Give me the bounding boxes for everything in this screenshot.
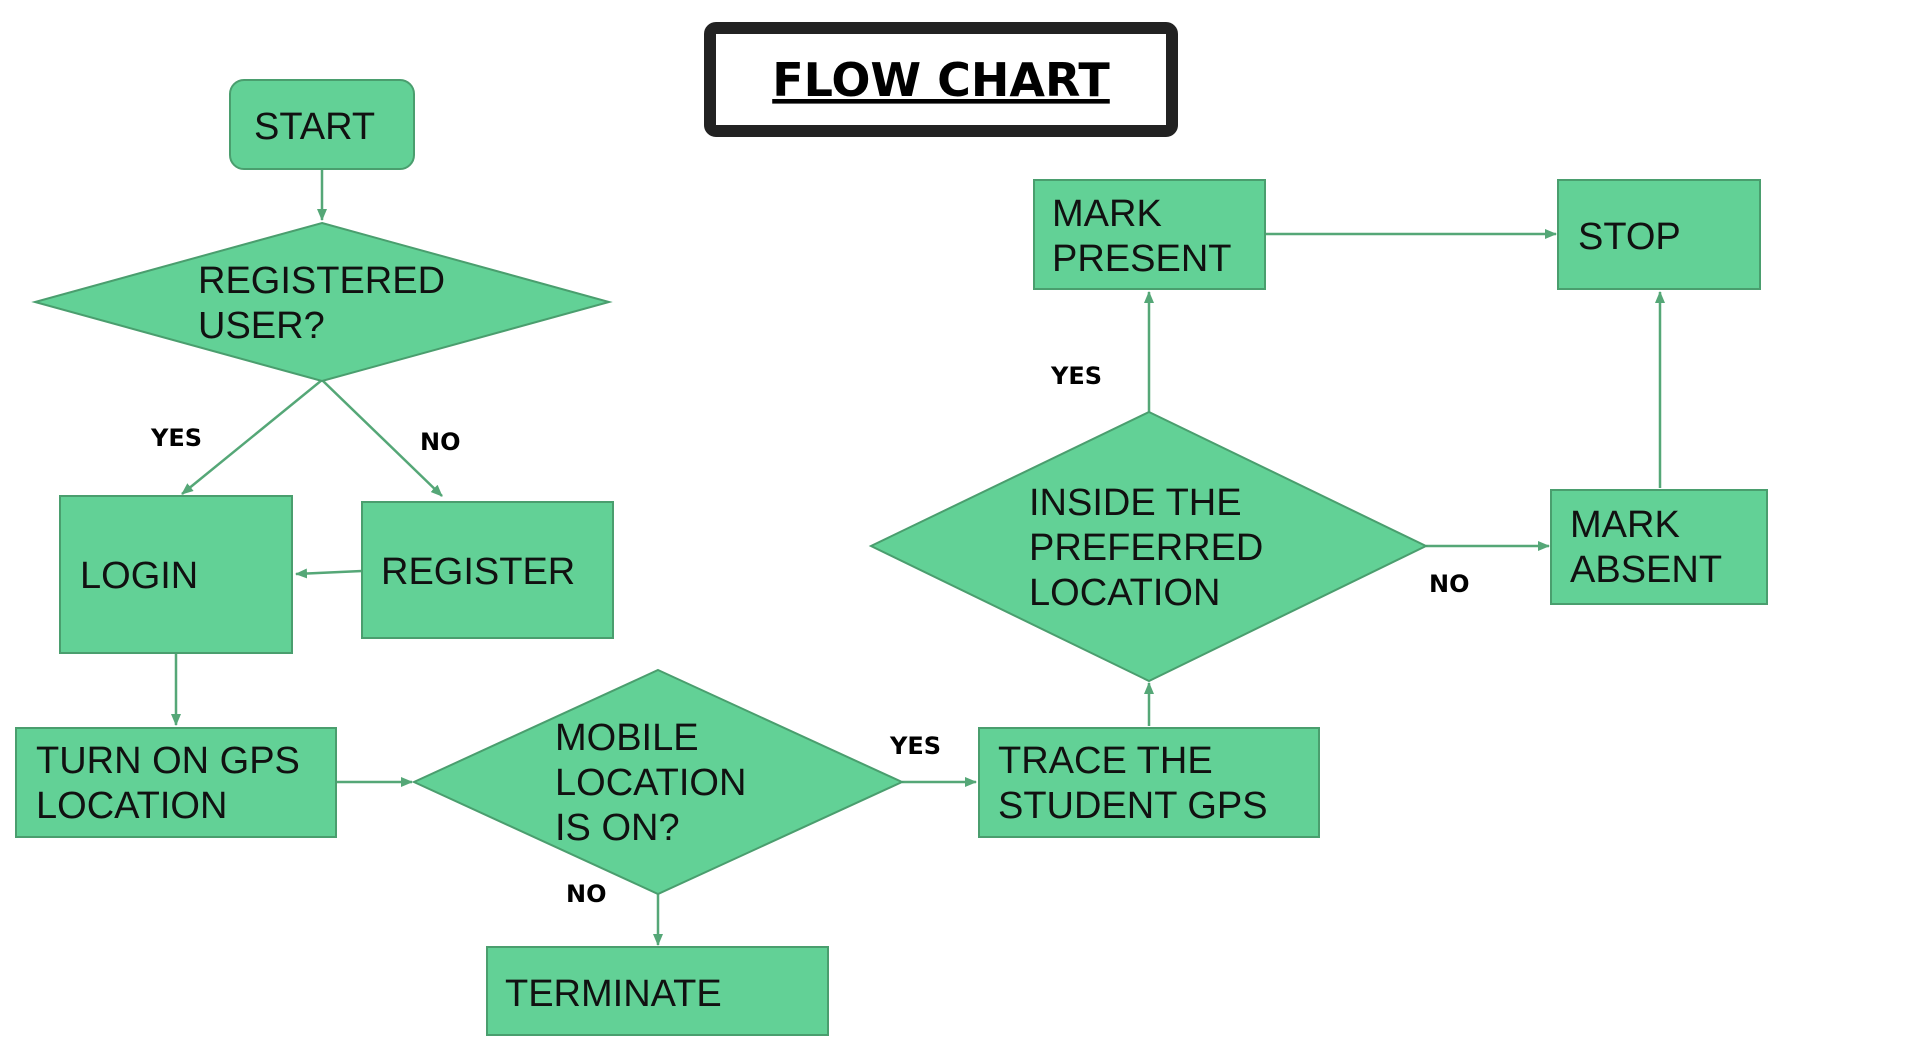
registered-user-label-line: USER? <box>198 305 325 347</box>
register-node <box>361 501 614 639</box>
gps-node <box>15 727 337 838</box>
mobile-location-decision <box>411 668 905 896</box>
page-title: FLOW CHART <box>772 53 1110 107</box>
yes-label-registered: YES <box>150 424 202 452</box>
trace-label-line: STUDENT GPS <box>998 785 1268 827</box>
mark-absent-label-line: MARK <box>1570 504 1680 546</box>
yes-label-inside: YES <box>1050 362 1102 390</box>
stop-label: STOP <box>1578 216 1681 258</box>
login-label: LOGIN <box>80 555 198 597</box>
mobile-location-label-line: LOCATION <box>555 762 746 804</box>
start-label: START <box>254 106 375 148</box>
mobile-location-label-line: IS ON? <box>555 807 680 849</box>
register-label: REGISTER <box>381 551 575 593</box>
login-label-line: LOGIN <box>80 555 198 597</box>
mark-absent-node <box>1550 489 1768 605</box>
stop-label-line: STOP <box>1578 216 1681 258</box>
edge-labels: YES NO YES NO YES NO <box>150 362 1470 908</box>
no-label-mobile: NO <box>566 880 607 908</box>
trace-node <box>978 727 1320 838</box>
edge-register-to-login <box>295 568 363 579</box>
gps-label-line: TURN ON GPS <box>36 740 300 782</box>
mark-present-label-line: PRESENT <box>1052 238 1231 280</box>
terminate-label-line: TERMINATE <box>505 973 722 1015</box>
no-label-registered: NO <box>420 428 461 456</box>
inside-location-label-line: PREFERRED <box>1029 527 1263 569</box>
terminate-node <box>486 946 829 1036</box>
yes-label-mobile: YES <box>889 732 941 760</box>
title-box: FLOW CHART <box>704 22 1178 137</box>
registered-user-label-line: REGISTERED <box>198 260 445 302</box>
stop-node <box>1557 179 1761 290</box>
register-label-line: REGISTER <box>381 551 575 593</box>
terminate-label: TERMINATE <box>505 973 722 1015</box>
edges <box>171 170 1665 946</box>
mobile-location-label-line: MOBILE <box>555 717 699 759</box>
edge-registered-to-register <box>321 379 443 497</box>
mark-present-node <box>1033 179 1266 290</box>
start-node <box>229 79 415 170</box>
login-node <box>59 495 293 654</box>
nodes <box>15 79 1768 1036</box>
start-label-line: START <box>254 106 375 148</box>
inside-location-label-line: INSIDE THE <box>1029 482 1242 524</box>
inside-location-decision <box>868 410 1429 683</box>
inside-location-label-line: LOCATION <box>1029 572 1220 614</box>
trace-label-line: TRACE THE <box>998 740 1213 782</box>
edge-registered-to-login <box>181 379 323 495</box>
mark-present-label-line: MARK <box>1052 193 1162 235</box>
no-label-inside: NO <box>1429 570 1470 598</box>
mark-absent-label-line: ABSENT <box>1570 549 1722 591</box>
gps-label-line: LOCATION <box>36 785 227 827</box>
registered-user-decision <box>31 221 613 383</box>
